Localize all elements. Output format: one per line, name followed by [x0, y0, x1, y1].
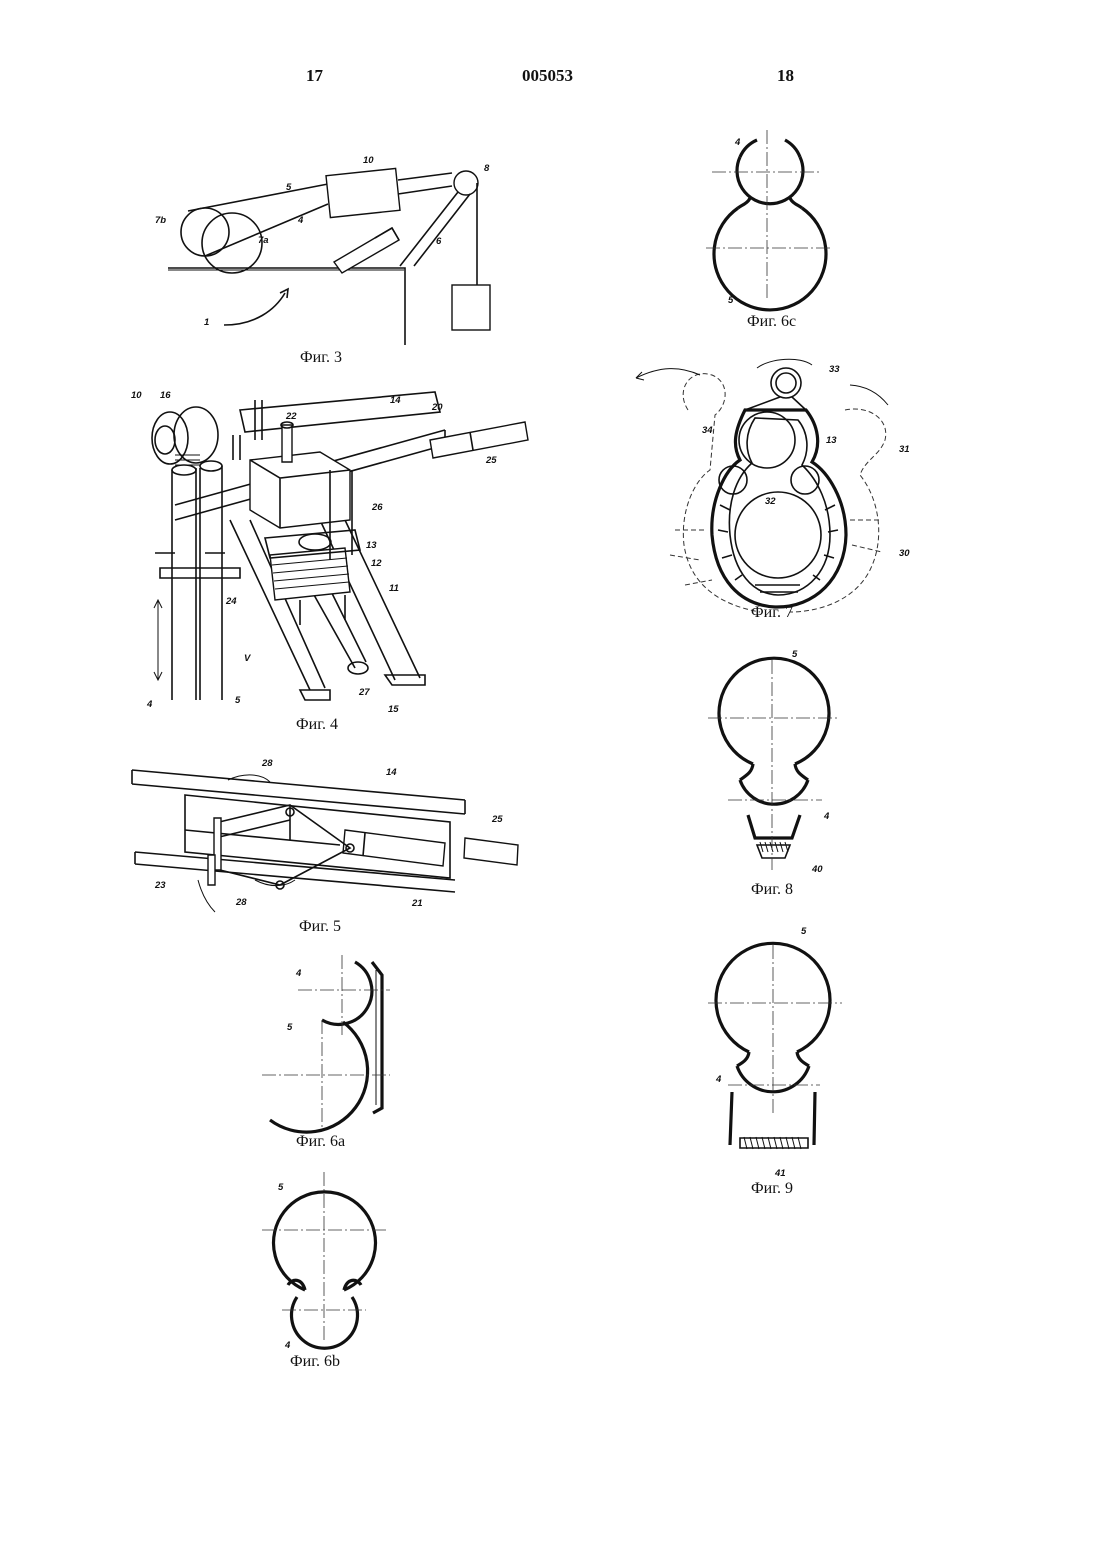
label-fig7-32: 32 [765, 496, 776, 507]
label-fig3-7a: 7a [258, 235, 269, 246]
label-fig8-40: 40 [811, 864, 823, 875]
label-fig9-41: 41 [774, 1168, 786, 1179]
label-fig6b-4: 4 [284, 1340, 291, 1351]
label-fig7-31: 31 [899, 444, 910, 455]
label-fig4-24: 24 [225, 596, 237, 607]
label-fig4-v: V [244, 653, 251, 664]
label-fig9-4: 4 [715, 1074, 722, 1085]
label-fig3-8: 8 [484, 163, 490, 174]
label-fig4-10: 10 [131, 390, 142, 401]
label-fig3-6: 6 [436, 236, 442, 247]
caption-fig9: Фиг. 9 [751, 1180, 793, 1198]
figure-6a-drawing: 4 5 [262, 955, 390, 1132]
figure-4-drawing: 10 16 22 14 20 25 26 13 12 11 24 V 27 15… [131, 390, 528, 715]
caption-fig4: Фиг. 4 [296, 716, 338, 734]
figure-7-drawing: 33 34 13 31 32 30 [636, 359, 910, 612]
figure-3-drawing: 10 8 5 4 7b 7a 6 1 [155, 155, 490, 345]
label-fig4-27: 27 [358, 687, 370, 698]
label-fig6b-5: 5 [278, 1182, 284, 1193]
label-fig3-4: 4 [297, 215, 304, 226]
caption-fig7: Фиг. 7 [751, 604, 793, 622]
label-fig4-4: 4 [146, 699, 153, 710]
label-fig7-34: 34 [702, 425, 713, 436]
label-fig5-14: 14 [386, 767, 397, 778]
label-fig4-25: 25 [485, 455, 497, 466]
label-fig7-30: 30 [899, 548, 910, 559]
label-fig5-28-top: 28 [261, 758, 273, 769]
caption-fig5: Фиг. 5 [299, 918, 341, 936]
label-fig6a-4: 4 [295, 968, 302, 979]
caption-fig6c: Фиг. 6c [747, 313, 796, 331]
figure-5-drawing: 28 14 25 23 28 21 [132, 758, 518, 912]
label-fig4-20: 20 [431, 402, 443, 413]
label-fig4-11: 11 [389, 583, 399, 594]
label-fig5-21: 21 [411, 898, 423, 909]
label-fig3-1: 1 [204, 317, 209, 328]
label-fig4-12: 12 [371, 558, 382, 569]
caption-fig3: Фиг. 3 [300, 349, 342, 367]
label-fig4-22: 22 [285, 411, 297, 422]
label-fig8-4: 4 [823, 811, 830, 822]
label-fig8-5: 5 [792, 649, 798, 660]
label-fig7-33: 33 [829, 364, 840, 375]
label-fig6c-4: 4 [734, 137, 741, 148]
label-fig3-5: 5 [286, 182, 292, 193]
figure-6b-drawing: 5 4 [262, 1172, 388, 1351]
label-fig6c-5: 5 [728, 295, 734, 306]
label-fig9-5: 5 [801, 926, 807, 937]
label-fig3-10: 10 [363, 155, 374, 166]
figure-8-drawing: 5 4 40 [708, 649, 840, 875]
label-fig6a-5: 5 [287, 1022, 293, 1033]
label-fig4-5: 5 [235, 695, 241, 706]
label-fig5-23: 23 [154, 880, 166, 891]
label-fig4-26: 26 [371, 502, 383, 513]
label-fig4-14: 14 [390, 395, 401, 406]
caption-fig6b: Фиг. 6b [290, 1353, 340, 1371]
label-fig7-13: 13 [826, 435, 837, 446]
label-fig4-15: 15 [388, 704, 399, 715]
figure-6c-drawing: 4 5 [706, 130, 830, 310]
caption-fig6a: Фиг. 6a [296, 1133, 345, 1151]
label-fig4-16: 16 [160, 390, 171, 401]
label-fig4-13: 13 [366, 540, 377, 551]
label-fig5-25: 25 [491, 814, 503, 825]
figure-9-drawing: 5 4 41 [708, 926, 842, 1179]
label-fig3-7b: 7b [155, 215, 166, 226]
caption-fig8: Фиг. 8 [751, 881, 793, 899]
label-fig5-28-bottom: 28 [235, 897, 247, 908]
